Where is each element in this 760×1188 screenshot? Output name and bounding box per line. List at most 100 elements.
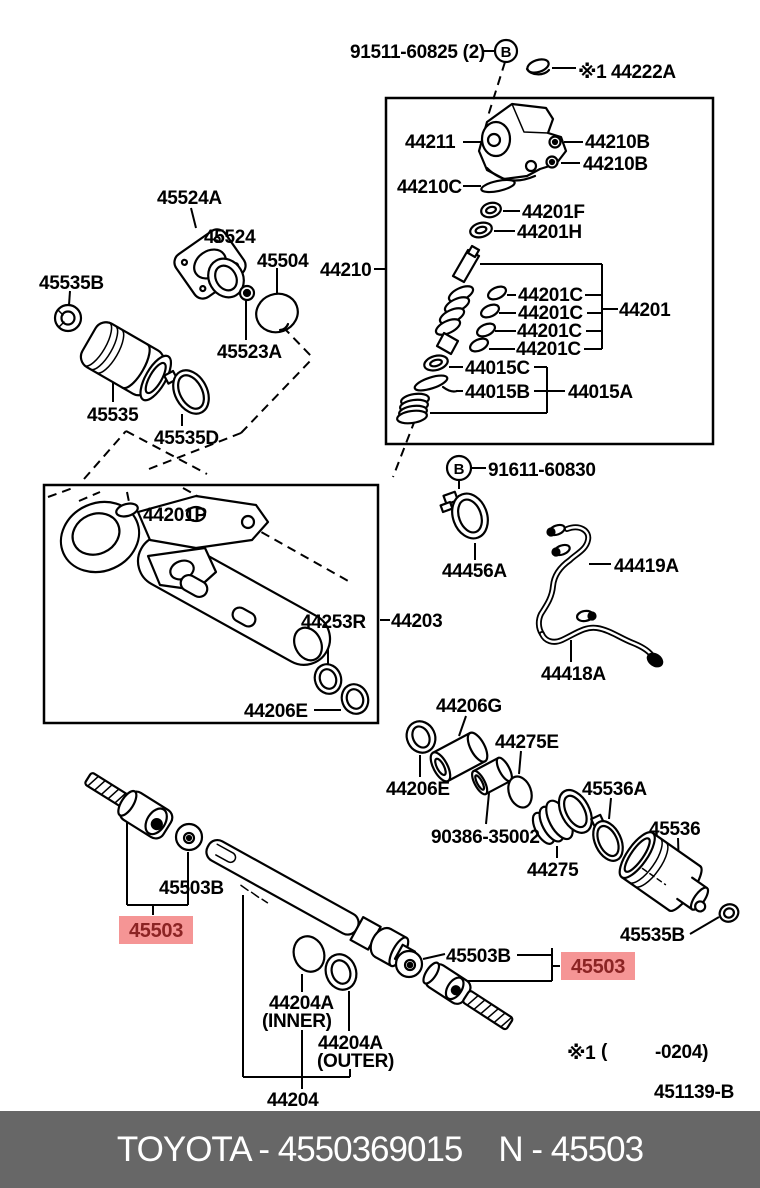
ring-44201H-drawing: [469, 221, 493, 239]
label-44210B-1: 44210B: [585, 132, 650, 153]
label-44204A-inner-qualifier: (INNER): [262, 1011, 332, 1032]
label-45535: 45535: [87, 405, 139, 426]
oil-seal-44206E-drawing: [405, 720, 437, 754]
label-44456A: 44456A: [442, 561, 507, 582]
label-44201F: 44201F: [522, 202, 585, 223]
label-45536: 45536: [649, 819, 700, 840]
label-44211: 44211: [405, 132, 456, 153]
label-45535D: 45535D: [154, 428, 219, 449]
label-44418A: 44418A: [541, 664, 606, 685]
cover-45504-drawing: [255, 292, 299, 334]
label-91511-60825: 91511-60825 (2): [350, 42, 485, 63]
o-ring-44275E-drawing: [507, 775, 533, 809]
gasket-44201P-drawing: [115, 502, 139, 518]
label-44204: 44204: [267, 1090, 319, 1111]
clamp-45536A-drawing: [590, 813, 624, 862]
label-45503-right-highlighted: 45503: [571, 956, 625, 978]
label-45524: 45524: [204, 227, 256, 248]
label-44201C-3: 44201C: [517, 321, 582, 342]
highlight-45503-right: [561, 952, 635, 980]
label-45503-left-highlighted: 45503: [129, 920, 183, 942]
footer-brand-part-number: TOYOTA - 4550369015: [116, 1129, 463, 1169]
return-tube-44418A-drawing: [539, 624, 664, 668]
label-45503B-left: 45503B: [159, 878, 224, 899]
housing-group-box: [42, 483, 380, 725]
label-figure-code: 451139-B: [654, 1082, 734, 1103]
label-44204A-inner: 44204A: [269, 993, 334, 1014]
valve-group-box: [384, 96, 715, 446]
label-44015A: 44015A: [568, 382, 633, 403]
ring-44201F-drawing: [480, 201, 502, 219]
label-44275: 44275: [527, 860, 579, 881]
bush-44253R-drawing: [313, 663, 343, 695]
label-44210B-2: 44210B: [583, 154, 648, 175]
gear-housing-drawing: [59, 494, 332, 666]
label-note-range: -0204): [655, 1042, 708, 1063]
label-45535B-right: 45535B: [620, 925, 685, 946]
label-45503B-right: 45503B: [446, 946, 511, 967]
label-ref-mark-top: ※1: [578, 62, 607, 83]
washer-45503B-left-drawing: [174, 822, 204, 852]
label-44201C-4: 44201C: [516, 339, 581, 360]
label-44206E-2: 44206E: [386, 779, 450, 800]
spring-44204A-outer-drawing: [324, 953, 358, 991]
oil-seal-44206E-box-drawing: [340, 683, 370, 715]
label-44206E-box: 44206E: [244, 701, 308, 722]
clamp-44456A-drawing: [439, 490, 489, 540]
highlight-45503-left: [119, 916, 193, 944]
label-45524A: 45524A: [157, 188, 222, 209]
clamp-45535D-drawing: [163, 369, 210, 415]
label-91611-60830: 91611-60830: [488, 460, 596, 481]
label-44201H: 44201H: [517, 222, 582, 243]
tie-rod-right-drawing: [422, 961, 514, 1031]
label-note-ref: ※1: [567, 1043, 596, 1064]
boot-44275-drawing: [531, 788, 593, 845]
guide-44015-drawing: [396, 392, 430, 425]
label-45535B-left: 45535B: [39, 273, 104, 294]
label-44203: 44203: [391, 611, 442, 632]
label-44015C: 44015C: [465, 358, 530, 379]
label-44253R: 44253R: [301, 612, 366, 633]
label-44210C: 44210C: [397, 177, 462, 198]
label-44201P: 44201P: [143, 505, 207, 526]
snap-ring-drawings-44201C: [468, 285, 508, 353]
footer-bar: TOYOTA - 4550369015 N - 45503: [0, 1111, 760, 1188]
label-44419A: 44419A: [614, 556, 679, 577]
label-44201: 44201: [619, 300, 671, 321]
b-callout-mid-letter: B: [454, 461, 465, 478]
label-44210: 44210: [320, 260, 371, 281]
label-44222A: 44222A: [611, 62, 676, 83]
valve-shaft-spring-drawing: [434, 244, 481, 356]
label-note-open-paren: (: [601, 1041, 608, 1062]
plug-45523A-drawing: [238, 284, 256, 302]
label-90386-35002: 90386-35002: [431, 827, 540, 848]
label-44201C-2: 44201C: [518, 303, 583, 324]
label-44204A-outer: 44204A: [318, 1033, 383, 1054]
spring-44204A-inner-drawing: [292, 935, 326, 973]
grommet-45524-drawing: [207, 257, 245, 299]
union-bolt-drawings: [545, 135, 562, 169]
control-valve-body-drawing: [477, 102, 568, 182]
washer-44015B-drawing: [413, 374, 459, 393]
pressure-tube-44419A-drawing: [535, 523, 597, 637]
spacer-44206G-drawing: [429, 731, 489, 783]
label-44204A-outer-qualifier: (OUTER): [317, 1051, 394, 1072]
b-callout-top: B: [493, 38, 519, 64]
b-callout-mid: B: [445, 454, 473, 482]
boot-45536-drawing: [618, 831, 710, 913]
label-44015B: 44015B: [465, 382, 530, 403]
boot-45535-drawing: [79, 321, 173, 402]
label-45536A: 45536A: [582, 779, 647, 800]
bush-90386-drawing: [471, 756, 513, 796]
gasket-44210C-drawing: [480, 178, 516, 194]
b-callout-top-letter: B: [501, 44, 512, 61]
label-44206G: 44206G: [436, 696, 502, 717]
label-44201C-1: 44201C: [518, 285, 583, 306]
clip-45535B-right-drawing: [718, 903, 740, 923]
label-45523A: 45523A: [217, 342, 282, 363]
label-45504: 45504: [257, 251, 309, 272]
cap-44222A-drawing: [525, 58, 551, 76]
clip-45535B-left-drawing: [53, 303, 83, 333]
